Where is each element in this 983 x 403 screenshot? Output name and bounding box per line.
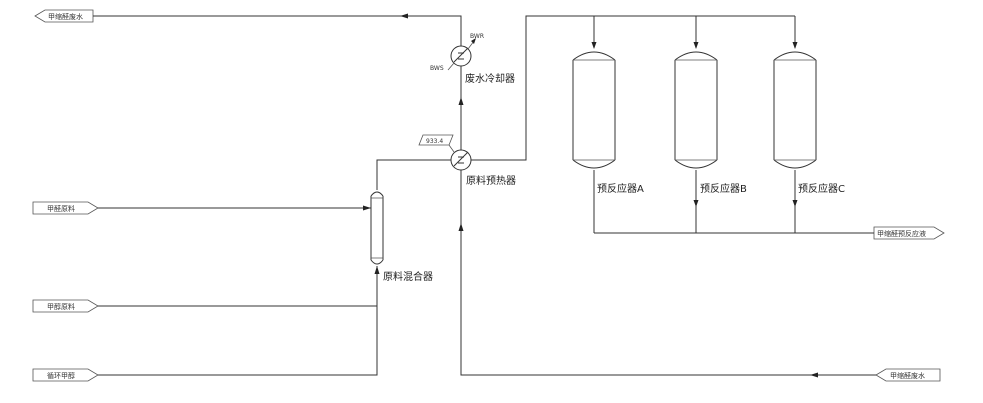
arrow-top-left: [400, 13, 408, 19]
arrow-up-preheater: [458, 223, 464, 231]
arrow-out-c: [792, 200, 798, 207]
stream-label-recycle: 循环甲醇: [47, 371, 75, 380]
preheater-symbol: [450, 149, 472, 171]
arrow-drop-c: [792, 42, 798, 49]
stream-label-feed-1: 甲醛原料: [47, 204, 75, 213]
mixer-label: 原料混合器: [383, 270, 433, 283]
mixer: 原料混合器: [370, 191, 433, 283]
reactor-c: 预反应器C: [773, 51, 845, 195]
bwr-label: BWR: [470, 33, 484, 40]
stream-label-top-left-out: 甲缩醛废水: [48, 12, 83, 21]
arrow-recycle: [374, 266, 380, 274]
line-mixer-to-preheater: [376, 159, 451, 190]
line-wastewater-in: [460, 170, 876, 376]
reactor-a: 预反应器A: [572, 51, 644, 195]
arrow-feed-1: [363, 205, 371, 211]
line-recycle: [98, 266, 378, 376]
line-cooler-to-outlet: [93, 15, 462, 46]
arrow-drop-a: [591, 42, 597, 49]
bws-label: BWS: [430, 65, 444, 72]
preheater-label: 原料预热器: [466, 174, 516, 187]
stream-label-right-in: 甲缩醛废水: [890, 371, 925, 380]
tag-value: 933.4: [426, 138, 443, 145]
stream-flag-feed-2: 甲醇原料: [32, 299, 99, 313]
stream-flag-feed-1: 甲醛原料: [32, 201, 99, 215]
cooler: BWR BWS 废水冷却器: [430, 33, 515, 85]
stream-label-right-out: 甲缩醛预反应液: [877, 229, 926, 238]
reactor-a-label: 预反应器A: [597, 182, 644, 195]
stream-flag-right-out: 甲缩醛预反应液: [873, 226, 945, 240]
stream-flag-right-in: 甲缩醛废水: [875, 368, 941, 382]
stream-flag-top-left-out: 甲缩醛废水: [34, 9, 94, 23]
reactor-b: 预反应器B: [674, 51, 747, 195]
stream-label-feed-2: 甲醇原料: [47, 302, 75, 311]
cooler-symbol: [450, 45, 472, 67]
bws-line: [447, 62, 455, 71]
reactor-b-label: 预反应器B: [700, 182, 747, 195]
arrow-up-cooler: [458, 97, 464, 105]
arrow-left-bottom: [810, 372, 818, 378]
reactor-c-label: 预反应器C: [798, 182, 845, 195]
arrow-drop-b: [693, 42, 699, 49]
cooler-label: 废水冷却器: [465, 72, 515, 85]
preheater: 933.4 原料预热器: [418, 134, 516, 187]
stream-flag-recycle: 循环甲醇: [32, 368, 99, 382]
arrow-out-b: [693, 200, 699, 207]
line-preheater-to-reactors: [471, 15, 795, 161]
